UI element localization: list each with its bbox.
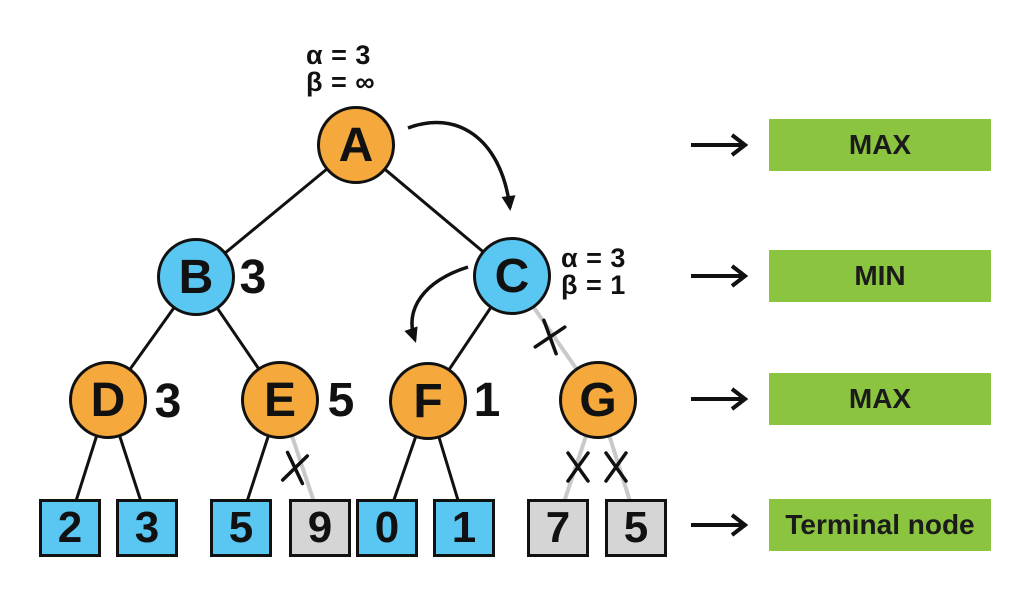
alpha-value: α = 3 [561, 243, 626, 273]
terminal-value: 5 [623, 503, 649, 552]
node-label: B [178, 250, 214, 304]
tree-node-e: E [241, 361, 319, 439]
traversal-arrow-c-to-f [404, 265, 469, 343]
node-f-value: 1 [473, 374, 501, 427]
tree-node-f: F [389, 362, 467, 440]
legend-box-max: MAX [769, 373, 991, 425]
legend-label: MAX [848, 129, 912, 160]
node-label: A [338, 118, 374, 172]
alpha-beta-annotation-node-c: α = 3 β = 1 [561, 245, 626, 299]
traversal-arrow-a-to-c [407, 120, 516, 211]
beta-value: β = 1 [561, 270, 626, 300]
legend-label: MIN [854, 260, 906, 291]
terminal-value: 5 [228, 503, 254, 552]
tree-node-d: D [69, 361, 147, 439]
tree-node-g: G [559, 361, 637, 439]
alpha-value: α = 3 [306, 40, 371, 70]
node-label: G [579, 373, 617, 427]
terminal-value: 0 [374, 503, 400, 552]
terminal-node: 1 [433, 499, 495, 557]
tree-node-a: A [317, 106, 395, 184]
terminal-node: 3 [116, 499, 178, 557]
node-label: C [494, 249, 530, 303]
pruning-x-icon [280, 450, 310, 486]
terminal-value: 1 [451, 503, 477, 552]
terminal-value: 7 [545, 503, 571, 552]
node-d-value: 3 [154, 375, 182, 428]
node-e-value: 5 [327, 374, 355, 427]
terminal-node: 2 [39, 499, 101, 557]
legend-box-terminal-node: Terminal node [769, 499, 991, 551]
node-label: D [90, 373, 126, 427]
beta-value: β = ∞ [306, 67, 375, 97]
tree-node-b: B [157, 238, 235, 316]
pruning-x-icon [533, 318, 567, 356]
terminal-value: 2 [57, 503, 83, 552]
pruning-x-icon [604, 451, 628, 483]
node-label: F [413, 374, 443, 428]
terminal-value: 9 [307, 503, 333, 552]
terminal-node: 5 [210, 499, 272, 557]
legend-box-max-root: MAX [769, 119, 991, 171]
pruning-x-icon [566, 451, 590, 483]
terminal-node: 0 [356, 499, 418, 557]
legend-box-min: MIN [769, 250, 991, 302]
terminal-node: 7 [527, 499, 589, 557]
terminal-node: 5 [605, 499, 667, 557]
legend-label: Terminal node [785, 509, 975, 540]
alpha-beta-annotation-root: α = 3 β = ∞ [306, 42, 375, 96]
legend-label: MAX [848, 383, 912, 414]
node-b-value: 3 [239, 251, 267, 304]
node-label: E [263, 373, 296, 427]
terminal-node: 9 [289, 499, 351, 557]
tree-node-c: C [473, 237, 551, 315]
terminal-value: 3 [134, 503, 160, 552]
